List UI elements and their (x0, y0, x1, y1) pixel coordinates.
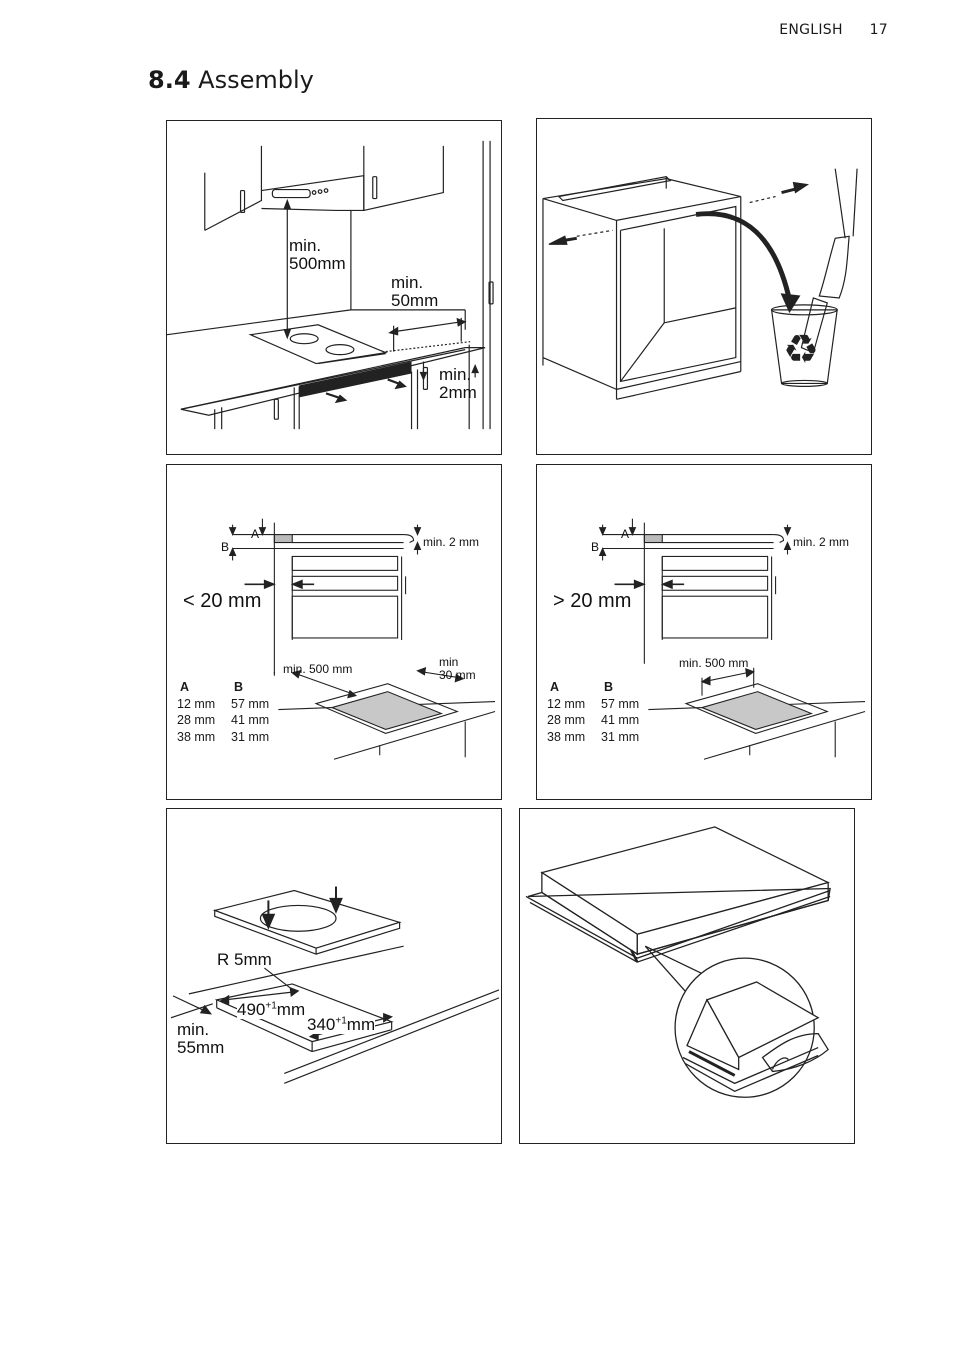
label-b: B (221, 540, 230, 554)
header-language: ENGLISH (779, 22, 843, 38)
cutout-large-gap-illustration (598, 518, 866, 760)
panel-cutout-dimensions: R 5mm 490+1mm 340+1mm min. 55mm (166, 808, 502, 1144)
label-a: A (621, 527, 630, 541)
min-gap-label: min. 2 mm (423, 535, 480, 549)
min-500-label: min. 500 mm (283, 662, 353, 676)
min-30-label: min 30 mm (439, 655, 476, 682)
panel-seal-detail (519, 808, 855, 1144)
panel-remove-strip: ♻ (536, 118, 872, 455)
min-500-label: min. 500 mm (679, 656, 749, 670)
page-header: ENGLISH 17 (779, 22, 888, 38)
cutout-small-gap-illustration (228, 518, 496, 760)
hood-distance-label: min. 500mm (289, 236, 346, 273)
gap-label: min. 2mm (439, 365, 477, 402)
panel-under-20mm: A B min. 2 mm < 20 mm min. 500 mm min 30… (166, 464, 502, 800)
distance-label: < 20 mm (183, 590, 262, 612)
table-header: A B (550, 680, 614, 694)
section-number: 8.4 (148, 66, 191, 94)
section-title: 8.4 Assembly (148, 66, 314, 94)
panel-over-20mm: A B min. 2 mm > 20 mm min. 500 mm A B 12… (536, 464, 872, 800)
label-a: A (251, 527, 260, 541)
label-b: B (591, 540, 600, 554)
cutout-dimension-illustration (170, 886, 500, 1084)
page-number: 17 (869, 22, 888, 38)
table-header: A B (180, 680, 244, 694)
recycle-icon: ♻ (783, 328, 819, 372)
section-title-text: Assembly (198, 66, 314, 94)
cabinet-illustration (542, 168, 858, 400)
distance-label: > 20 mm (553, 590, 632, 612)
min-gap-label: min. 2 mm (793, 535, 850, 549)
side-distance-label: min. 50mm (391, 273, 439, 310)
width-dimension-label: 490+1mm (237, 1000, 306, 1019)
edge-distance-label: min. 55mm (177, 1020, 225, 1057)
seal-illustration (525, 826, 831, 1098)
kitchen-illustration (167, 140, 494, 430)
radius-label: R 5mm (217, 950, 272, 969)
panel-kitchen-clearances: min. 500mm min. 50mm min. 2mm (166, 120, 502, 455)
depth-dimension-label: 340+1mm (307, 1015, 376, 1034)
